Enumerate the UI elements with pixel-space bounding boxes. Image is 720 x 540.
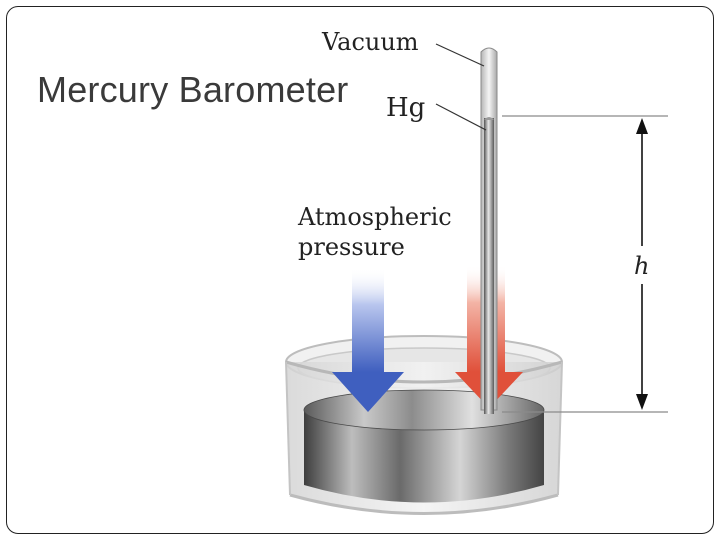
pressure-label-line1: Atmospheric [297,203,452,231]
mercury-pool [304,410,544,503]
hg-leader-line [435,103,487,131]
pressure-label-line2: pressure [298,233,405,261]
hg-label: Hg [386,93,425,123]
barometer-tube [480,47,498,414]
dish-right-edge [557,361,563,496]
tube-mercury-column [484,118,494,414]
mercury-surface [303,389,545,431]
dish-front-rim [285,360,563,384]
dish-left-edge [285,361,291,496]
mercury-dish [285,335,563,515]
height-label: h [634,252,649,280]
mercury-meniscus [484,117,494,120]
vacuum-leader-line [435,43,485,67]
vacuum-label: Vacuum [321,28,419,56]
slide-title: Mercury Barometer [37,69,349,110]
atmospheric-pressure-arrow-icon [332,268,404,412]
height-arrow-icon [636,118,648,410]
dish-bottom-edge [289,493,559,515]
